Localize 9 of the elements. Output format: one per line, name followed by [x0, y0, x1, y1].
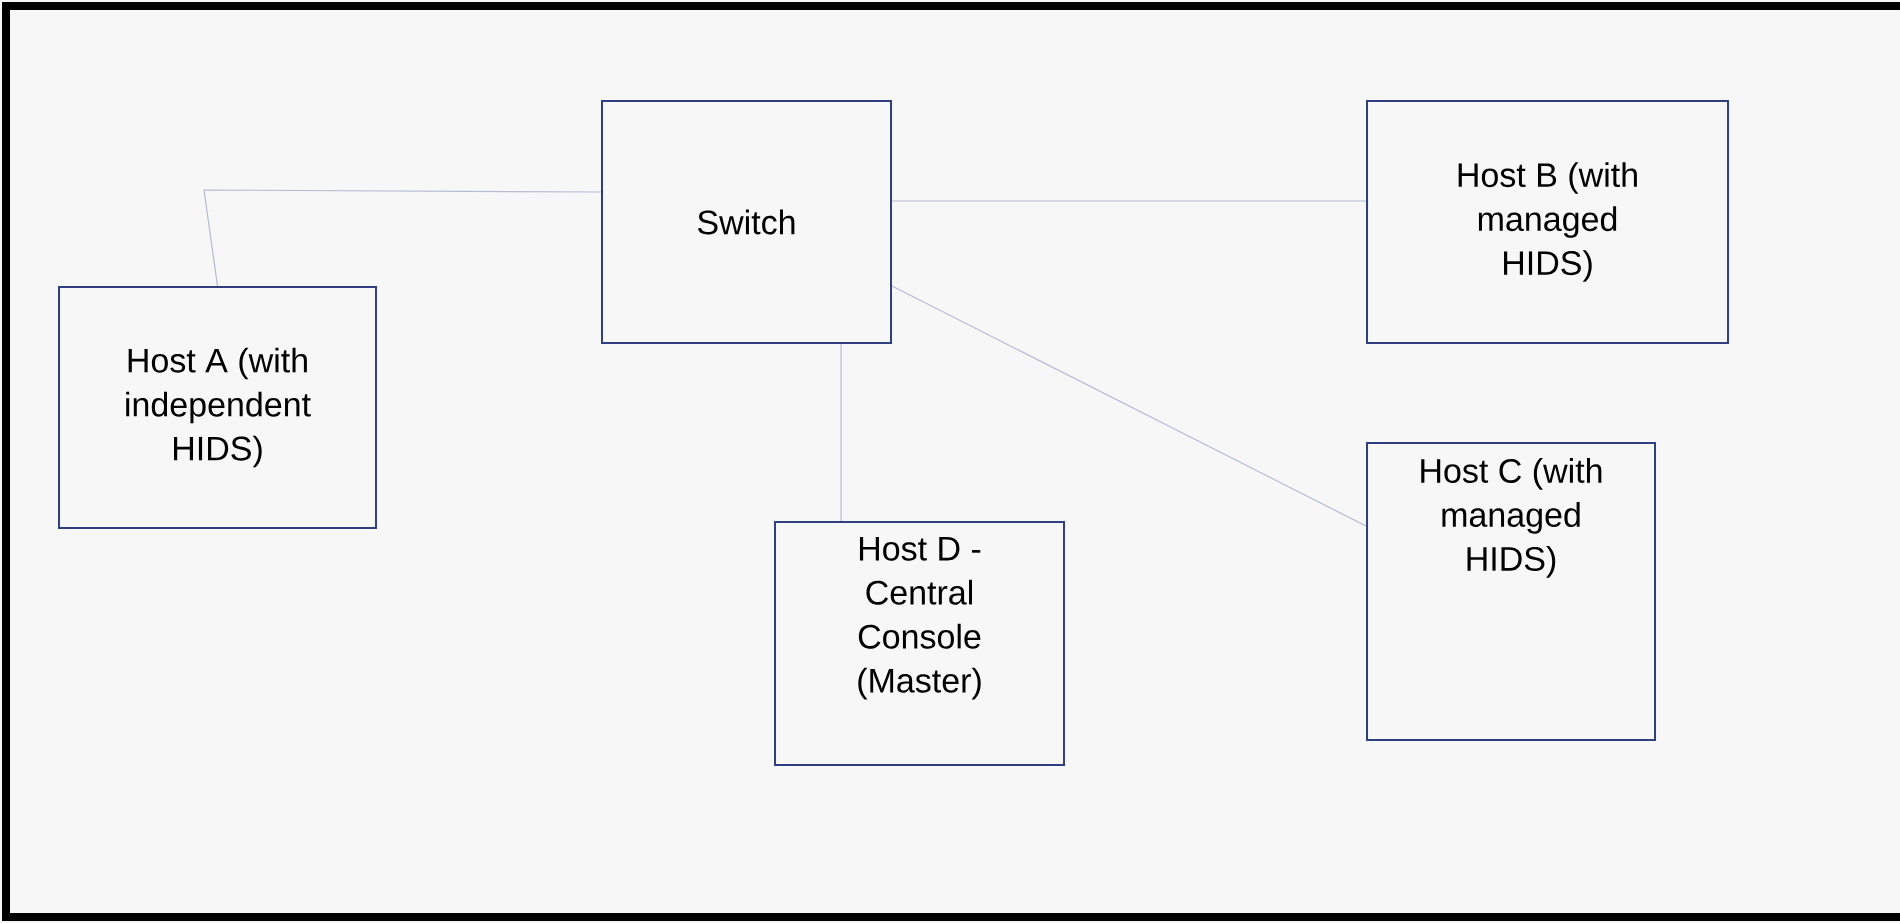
host-box: Host B (with managed HIDS)	[1366, 100, 1729, 344]
connector-line	[891, 200, 1367, 202]
host-box: Host D - Central Console (Master)	[774, 521, 1065, 766]
host-box: Host C (with managed HIDS)	[1366, 442, 1656, 741]
host-box: Host A (with independent HIDS)	[58, 286, 377, 529]
connector-line	[840, 343, 842, 522]
connector-line	[891, 285, 1367, 527]
connector-line	[203, 189, 602, 287]
host-box: Switch	[601, 100, 892, 344]
